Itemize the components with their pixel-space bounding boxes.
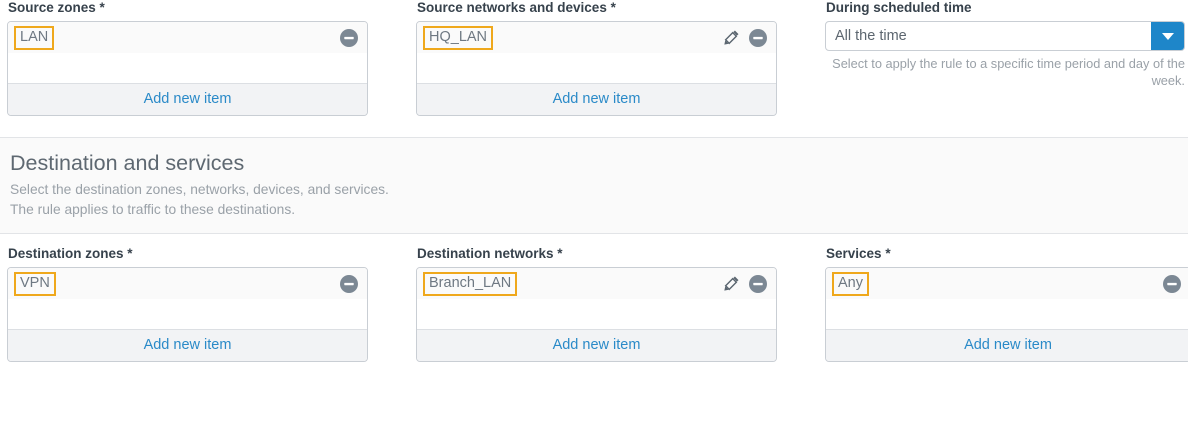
add-new-item-button[interactable]: Add new item: [826, 329, 1188, 361]
source-networks-field: Source networks and devices * HQ_LAN: [409, 0, 818, 116]
listbox-items: Any: [826, 268, 1188, 329]
destination-networks-listbox[interactable]: Branch_LAN: [416, 267, 777, 362]
listbox-empty-area: [826, 299, 1188, 328]
remove-circle-icon[interactable]: [340, 28, 358, 47]
list-item[interactable]: Any: [826, 268, 1188, 299]
add-new-item-button[interactable]: Add new item: [8, 83, 367, 115]
remove-circle-icon[interactable]: [749, 274, 767, 293]
list-item[interactable]: LAN: [8, 22, 367, 53]
remove-circle-icon[interactable]: [749, 28, 767, 47]
source-networks-listbox[interactable]: HQ_LAN: [416, 21, 777, 116]
destination-fields-row: Destination zones * VPN Add new item: [0, 234, 1188, 362]
destination-zones-listbox[interactable]: VPN Add new item: [7, 267, 368, 362]
list-item[interactable]: HQ_LAN: [417, 22, 776, 53]
scheduled-time-select[interactable]: All the time: [825, 21, 1185, 51]
add-new-item-button[interactable]: Add new item: [417, 329, 776, 361]
required-marker: *: [885, 246, 891, 261]
pencil-icon[interactable]: [723, 29, 740, 46]
scheduled-time-label: During scheduled time: [826, 0, 1184, 16]
services-listbox[interactable]: Any Add new item: [825, 267, 1188, 362]
add-new-item-button[interactable]: Add new item: [8, 329, 367, 361]
add-new-item-button[interactable]: Add new item: [417, 83, 776, 115]
item-chip[interactable]: LAN: [14, 25, 55, 50]
row-icons: [340, 28, 358, 47]
item-chip[interactable]: Branch_LAN: [423, 271, 518, 296]
destination-networks-field: Destination networks * Branch_LAN: [409, 246, 818, 362]
services-label-text: Services: [826, 246, 882, 261]
section-title: Destination and services: [10, 151, 245, 175]
destination-zones-label: Destination zones *: [8, 246, 409, 262]
listbox-items: LAN: [8, 22, 367, 83]
services-field: Services * Any Add new item: [818, 246, 1188, 362]
add-new-item-label: Add new item: [964, 337, 1052, 353]
row-icons: [340, 274, 358, 293]
section-gap: [0, 116, 1188, 137]
listbox-empty-area: [8, 53, 367, 82]
chevron-down-icon[interactable]: [1151, 22, 1184, 50]
row-icons: [723, 28, 767, 47]
required-marker: *: [127, 246, 133, 261]
source-zones-listbox[interactable]: LAN Add new item: [7, 21, 368, 116]
destination-section-header: Destination and services Select the dest…: [0, 137, 1188, 234]
list-item[interactable]: VPN: [8, 268, 367, 299]
listbox-empty-area: [417, 53, 776, 82]
destination-networks-label-text: Destination networks: [417, 246, 554, 261]
list-item[interactable]: Branch_LAN: [417, 268, 776, 299]
source-zones-label-text: Source zones: [8, 0, 96, 15]
caret: [1161, 32, 1174, 40]
section-subtitle-line-1: Select the destination zones, networks, …: [10, 182, 389, 197]
scheduled-time-field: During scheduled time All the time Selec…: [818, 0, 1188, 116]
listbox-items: HQ_LAN: [417, 22, 776, 83]
source-zones-field: Source zones * LAN Add new item: [0, 0, 409, 116]
item-chip[interactable]: Any: [832, 271, 869, 296]
remove-circle-icon[interactable]: [340, 274, 358, 293]
add-new-item-label: Add new item: [143, 91, 232, 107]
row-icons: [1163, 274, 1181, 293]
source-networks-label: Source networks and devices *: [417, 0, 818, 16]
remove-circle-icon[interactable]: [1163, 274, 1181, 293]
scheduled-time-selected-value[interactable]: All the time: [835, 28, 907, 44]
listbox-items: Branch_LAN: [417, 268, 776, 329]
destination-zones-label-text: Destination zones: [8, 246, 124, 261]
source-zones-label: Source zones *: [8, 0, 409, 16]
row-icons: [723, 274, 767, 293]
services-label: Services *: [826, 246, 1184, 262]
item-chip[interactable]: VPN: [14, 271, 56, 296]
scheduled-time-hint: Select to apply the rule to a specific t…: [832, 56, 1185, 88]
section-subtitle-line-2: The rule applies to traffic to these des…: [10, 202, 296, 217]
add-new-item-label: Add new item: [552, 91, 641, 107]
pencil-icon[interactable]: [723, 275, 740, 292]
source-networks-label-text: Source networks and devices: [417, 0, 607, 15]
listbox-empty-area: [417, 299, 776, 328]
required-marker: *: [557, 246, 563, 261]
destination-zones-field: Destination zones * VPN Add new item: [0, 246, 409, 362]
required-marker: *: [610, 0, 616, 15]
scheduled-time-label-text: During scheduled time: [826, 0, 972, 15]
listbox-empty-area: [8, 299, 367, 328]
item-chip[interactable]: HQ_LAN: [423, 25, 494, 50]
source-fields-row: Source zones * LAN Add new item: [0, 0, 1188, 116]
destination-networks-label: Destination networks *: [417, 246, 818, 262]
add-new-item-label: Add new item: [552, 337, 641, 353]
add-new-item-label: Add new item: [143, 337, 232, 353]
listbox-items: VPN: [8, 268, 367, 329]
required-marker: *: [99, 0, 105, 15]
